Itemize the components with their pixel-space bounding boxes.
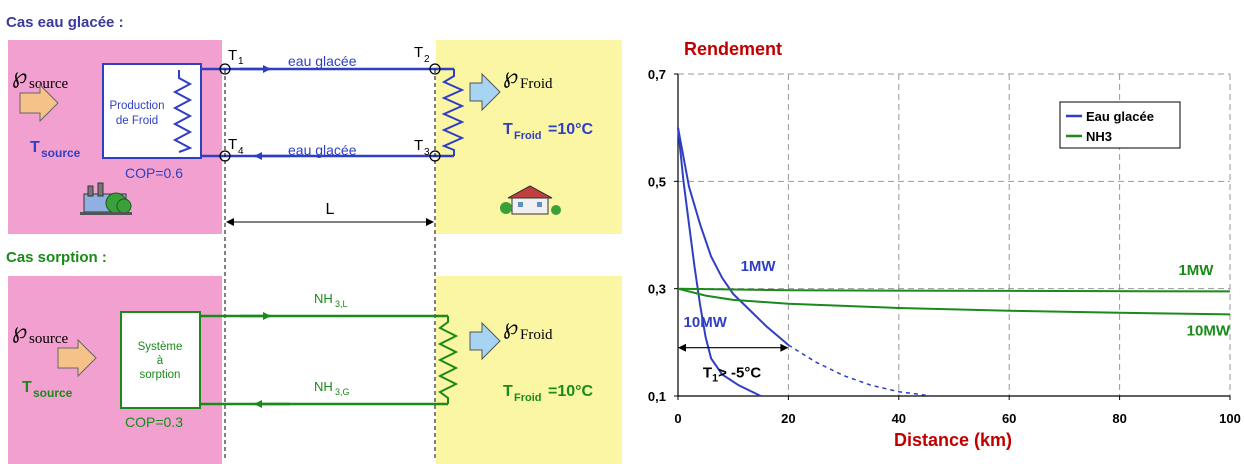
series-line-extrapolated [788, 344, 932, 397]
sorption-cop: COP=0.3 [125, 414, 183, 430]
curve-label-10mw: 10MW [1187, 323, 1231, 340]
sorption-cold-arrow [469, 321, 501, 361]
svg-text:T: T [22, 379, 32, 396]
node-t1 [219, 63, 231, 75]
x-tick-label: 20 [781, 411, 795, 426]
y-tick-label: 0,7 [648, 67, 666, 82]
svg-text:3,G: 3,G [335, 387, 350, 397]
chiller-unit-box [102, 63, 202, 159]
curve-label-1mw: 1MW [1178, 262, 1214, 279]
chilled-supply-label: eau glacée [288, 53, 357, 69]
x-tick-label: 100 [1219, 411, 1241, 426]
legend-box [1059, 101, 1181, 149]
range-arrow-head-left [678, 343, 686, 352]
sorption-unit-label-2: à [157, 355, 164, 367]
svg-text:Froid: Froid [520, 76, 553, 92]
svg-text:3,L: 3,L [335, 299, 348, 309]
cold-coil [441, 69, 465, 156]
sorption-unit-label-3: sorption [140, 369, 181, 381]
svg-text:T: T [228, 136, 237, 153]
source-input-arrow [19, 83, 59, 123]
cold-temperature-label: T Froid =10°C [503, 121, 594, 142]
chilled-return-label: eau glacée [288, 142, 357, 158]
y-tick-label: 0,5 [648, 174, 666, 189]
svg-text:1: 1 [238, 56, 244, 67]
sorption-gas-label: NH 3,G [314, 379, 350, 397]
svg-text:NH: NH [314, 291, 333, 306]
svg-text:source: source [29, 76, 68, 92]
chilled-case-title: Cas eau glacée : [6, 14, 124, 31]
sorption-cold-coil [437, 316, 459, 404]
svg-text:Froid: Froid [514, 392, 542, 404]
series-line-nh3-10mw [677, 287, 1231, 316]
series-line-eau-glac-e-10mw [677, 127, 762, 397]
label-t2: T 2 [414, 44, 430, 65]
svg-text:2: 2 [424, 54, 430, 65]
label-t3: T 3 [414, 137, 430, 158]
svg-text:T: T [503, 383, 513, 400]
sorption-unit-box [120, 311, 201, 409]
efficiency-chart: Rendement 0 20 40 60 80 100 0,1 0,3 0,5 0,7 1MW 10… [648, 39, 1241, 450]
svg-text:source: source [33, 386, 73, 400]
svg-text:4: 4 [238, 146, 244, 157]
label-t1: T 1 [228, 47, 244, 67]
x-axis-title: Distance (km) [894, 430, 1012, 450]
source-temperature-label: T source [30, 139, 81, 160]
svg-text:℘: ℘ [12, 63, 27, 88]
sorption-cold-power-label: ℘ Froid [503, 314, 553, 343]
svg-text:T: T [503, 121, 513, 138]
legend-entry: NH3 [1086, 129, 1112, 144]
svg-text:T: T [414, 44, 423, 61]
y-tick-label: 0,3 [648, 282, 666, 297]
svg-text:T: T [228, 47, 237, 64]
chiller-cop: COP=0.6 [125, 165, 183, 181]
range-label: T1> -5°C [703, 365, 762, 385]
chiller-unit-label-1: Production [110, 100, 165, 112]
svg-text:=10°C: =10°C [548, 383, 594, 400]
svg-text:℘: ℘ [503, 314, 518, 339]
svg-text:3: 3 [424, 147, 430, 158]
cold-output-arrow [469, 72, 501, 112]
factory-icon [80, 182, 132, 215]
label-t4: T 4 [228, 136, 244, 157]
svg-text:T: T [414, 137, 423, 154]
svg-text:℘: ℘ [503, 63, 518, 88]
svg-text:Froid: Froid [520, 327, 553, 343]
svg-text:Froid: Froid [514, 130, 542, 142]
x-tick-label: 60 [1002, 411, 1016, 426]
sorption-case-title: Cas sorption : [6, 249, 107, 266]
source-power-label: ℘ source [12, 63, 68, 92]
chart-title: Rendement [684, 39, 782, 59]
cold-power-label: ℘ Froid [503, 63, 553, 92]
sorption-liquid-label: NH 3,L [314, 291, 348, 309]
node-t2 [429, 63, 441, 75]
series-line-eau-glac-e-1mw [677, 127, 790, 346]
svg-text:℘: ℘ [12, 318, 27, 343]
chiller-coil [172, 70, 193, 153]
building-icon [500, 185, 561, 215]
x-tick-label: 40 [892, 411, 906, 426]
svg-text:NH: NH [314, 379, 333, 394]
y-tick-label: 0,1 [648, 389, 666, 404]
svg-text:=10°C: =10°C [548, 121, 594, 138]
sorption-source-temperature: T source [22, 379, 73, 400]
chiller-unit-label-2: de Froid [116, 115, 158, 127]
distance-label: L [326, 201, 335, 218]
series-line-nh3-1mw [677, 287, 1231, 293]
svg-text:source: source [29, 331, 68, 347]
sorption-source-power-label: ℘ source [12, 318, 68, 347]
x-tick-label: 80 [1112, 411, 1126, 426]
process-diagram: Cas eau glacée : ℘ source T source Produ… [6, 14, 622, 464]
range-arrow-head-right [780, 343, 789, 352]
sorption-source-arrow [57, 338, 97, 378]
svg-text:source: source [41, 146, 81, 160]
curve-label-10mw: 10MW [684, 314, 728, 331]
sorption-unit-label-1: Système [138, 341, 183, 353]
curve-label-1mw: 1MW [741, 258, 777, 275]
sorption-cold-temperature: T Froid =10°C [503, 383, 594, 404]
legend-entry: Eau glacée [1086, 109, 1154, 124]
svg-text:T: T [30, 139, 40, 156]
x-tick-label: 0 [674, 411, 681, 426]
sorption-cold-zone [436, 276, 622, 464]
